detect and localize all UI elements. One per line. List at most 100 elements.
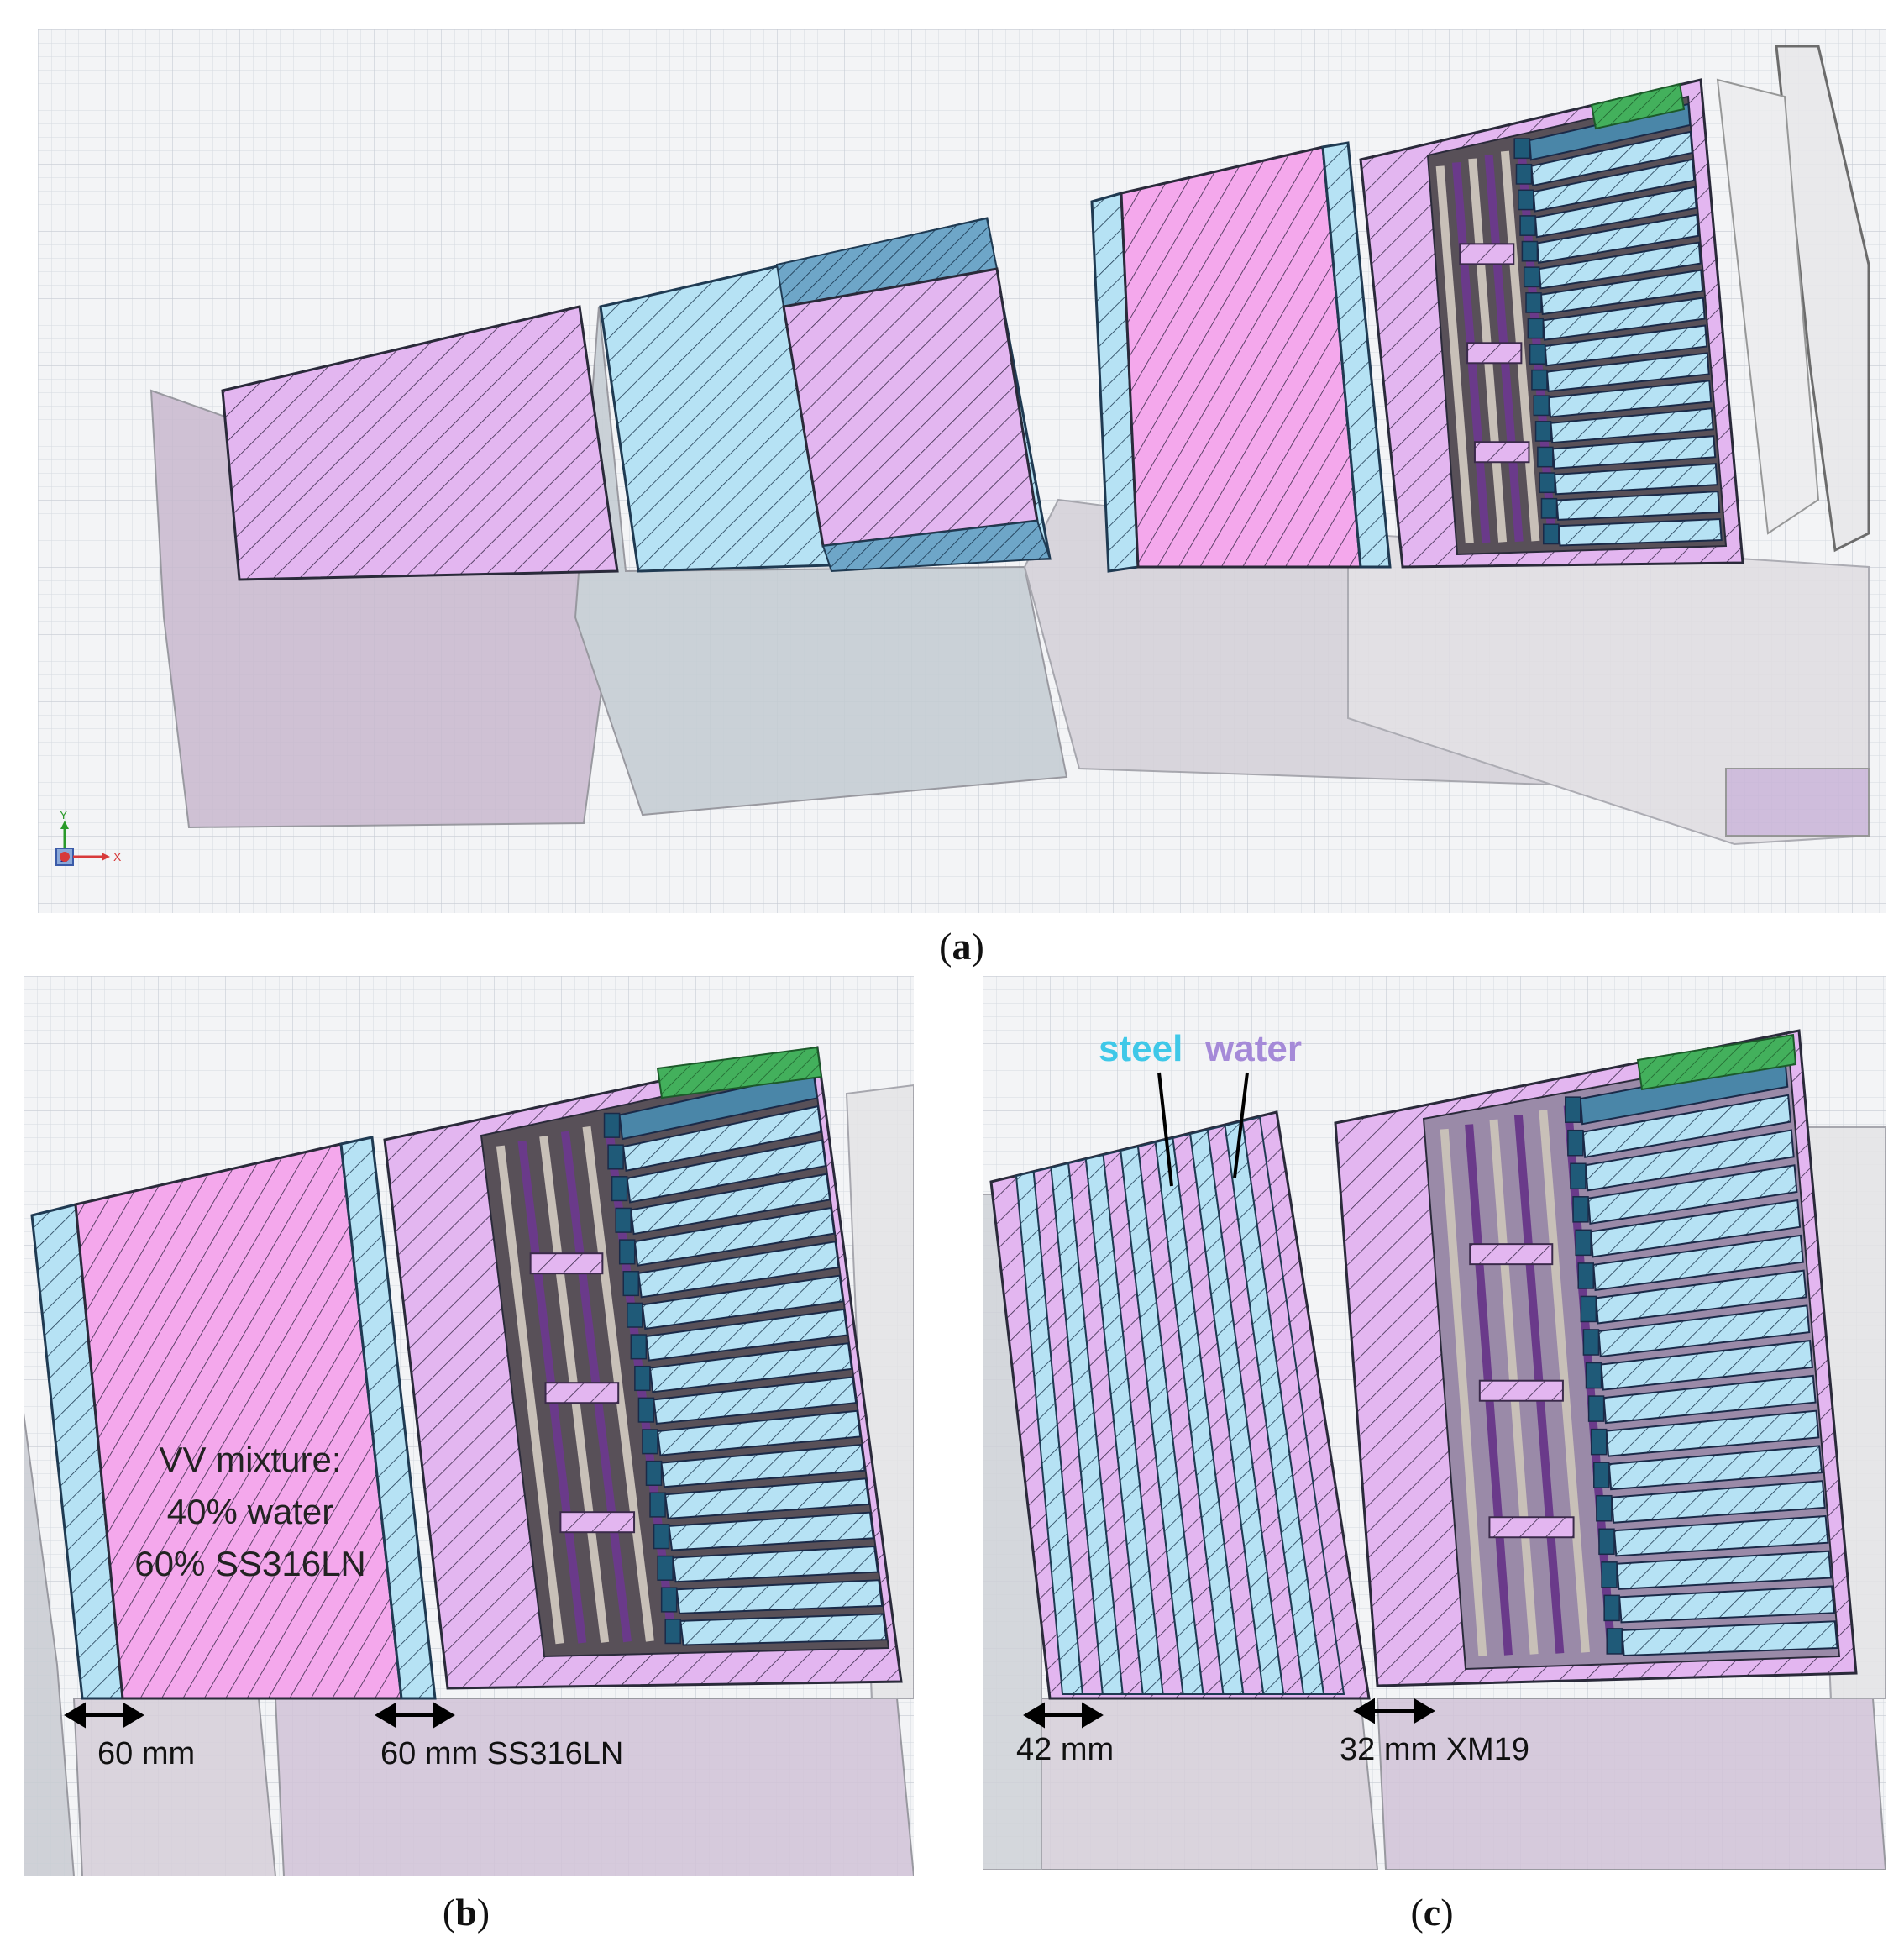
- breeder-channel: [653, 1376, 858, 1425]
- c-water-label: water: [1205, 1028, 1302, 1069]
- c-steel-label: steel: [1099, 1028, 1183, 1069]
- channel-manifold: [1587, 1395, 1605, 1422]
- breeder-channel: [1545, 352, 1710, 392]
- breeder-channel: [1605, 1409, 1820, 1457]
- breeder-channel: [675, 1579, 884, 1614]
- panel-c-drawing: [983, 976, 1886, 1870]
- breeder-channel: [1595, 1269, 1807, 1325]
- c-steel-leader: [1157, 1072, 1173, 1187]
- breeder-channel: [1584, 1129, 1795, 1192]
- breeder-channel: [633, 1206, 836, 1267]
- breeder-channel: [1613, 1514, 1829, 1557]
- channel-manifold: [1543, 523, 1560, 545]
- channel-manifold: [1515, 163, 1533, 185]
- channel-manifold: [1575, 1229, 1592, 1257]
- channel-manifold: [1585, 1362, 1602, 1389]
- channel-manifold: [1582, 1329, 1600, 1356]
- breeder-channel: [1542, 297, 1706, 341]
- channel-manifold: [653, 1524, 670, 1550]
- breeder-channel: [622, 1105, 822, 1172]
- channel-manifold: [630, 1334, 648, 1360]
- breeder-channel: [1530, 130, 1693, 187]
- channel-manifold: [634, 1365, 651, 1392]
- breeder-channel: [1548, 380, 1713, 418]
- breeder-channel: [1621, 1620, 1838, 1656]
- channel-manifold: [1537, 446, 1554, 468]
- b-dim-left-arrow: [64, 1702, 144, 1729]
- channel-manifold: [618, 1239, 636, 1265]
- channel-manifold: [611, 1176, 628, 1202]
- caption-c: (c): [1410, 1891, 1454, 1934]
- breeder-channel: [664, 1477, 870, 1519]
- channel-manifold: [1533, 395, 1550, 417]
- channel-manifold: [1596, 1494, 1613, 1522]
- channel-manifold: [637, 1397, 655, 1423]
- c-dim-right-arrow: [1353, 1698, 1435, 1724]
- breeder-channel: [1608, 1445, 1823, 1491]
- channel-manifold: [1527, 318, 1545, 339]
- breeder-channel: [1602, 1374, 1817, 1425]
- channel-manifold: [1531, 369, 1548, 391]
- block-2-pink-insert: [782, 267, 1039, 548]
- panel-b-drawing: [24, 976, 914, 1876]
- breeder-channel: [1615, 1550, 1833, 1590]
- c-dim-left-arrow: [1023, 1702, 1104, 1729]
- channel-manifold: [660, 1587, 678, 1613]
- b-channels: [496, 1071, 888, 1646]
- channel-manifold: [664, 1619, 681, 1645]
- channel-manifold: [1580, 1295, 1597, 1323]
- channel-manifold: [1519, 215, 1536, 236]
- breeder-channel: [1554, 463, 1718, 496]
- channel-manifold: [1521, 240, 1539, 262]
- channel-manifold: [1513, 138, 1530, 160]
- breeder-channel: [1618, 1585, 1835, 1624]
- channel-manifold: [1606, 1628, 1623, 1655]
- breeder-channel: [1610, 1480, 1826, 1524]
- channel-manifold: [1539, 472, 1555, 494]
- c-dim-left-label: 42 mm: [1016, 1732, 1115, 1767]
- c-channels: [1440, 1058, 1838, 1656]
- cooling-tube: [1440, 1128, 1487, 1656]
- breeder-channel: [1590, 1199, 1802, 1258]
- stiffening-plate: [1459, 243, 1515, 265]
- channel-manifold: [1540, 497, 1558, 519]
- channel-manifold: [615, 1207, 632, 1233]
- breeder-channel: [1592, 1234, 1804, 1292]
- block-2-bottom-strip: [821, 519, 1052, 573]
- axis-triad: Y Z X: [55, 808, 122, 866]
- breeder-channel: [1532, 158, 1696, 213]
- channel-manifold: [1590, 1428, 1608, 1456]
- channel-manifold: [1570, 1162, 1587, 1190]
- stiffening-plate: [529, 1252, 604, 1275]
- cooling-tube: [496, 1145, 564, 1645]
- stiffening-plate: [559, 1511, 636, 1534]
- caption-a: (a): [939, 925, 984, 968]
- stiffening-plate: [544, 1382, 620, 1404]
- panel-a: Y Z X: [38, 29, 1886, 913]
- channel-manifold: [1572, 1196, 1589, 1223]
- breeder-channel: [626, 1139, 827, 1204]
- breeder-channel: [648, 1342, 853, 1393]
- breeder-channel: [1536, 213, 1700, 264]
- block-4-channels: [1435, 102, 1723, 547]
- breeder-channel: [1551, 435, 1717, 470]
- stiffening-plate: [1488, 1516, 1575, 1539]
- stiffening-plate: [1466, 342, 1523, 365]
- c-vv-layers: [1015, 1115, 1345, 1695]
- block-1-pink: [221, 305, 619, 581]
- stiffening-plate: [1473, 441, 1530, 464]
- breeder-channel: [630, 1173, 831, 1236]
- channel-manifold: [1529, 344, 1546, 365]
- channel-manifold: [1534, 421, 1552, 442]
- ghost-geometry-b: [24, 1084, 914, 1876]
- channel-manifold: [1593, 1462, 1610, 1488]
- panel-a-drawing: Y Z X: [38, 29, 1886, 913]
- breeder-channel: [668, 1511, 874, 1551]
- breeder-channel: [1550, 407, 1714, 444]
- panel-b: VV mixture: 40% water 60% SS316LN 60 mm …: [24, 976, 914, 1876]
- axis-x-label: X: [113, 850, 122, 863]
- breeder-channel: [1534, 186, 1697, 239]
- breeder-channel: [637, 1241, 840, 1299]
- breeder-channel: [679, 1613, 888, 1646]
- b-dim-right-arrow: [375, 1702, 455, 1729]
